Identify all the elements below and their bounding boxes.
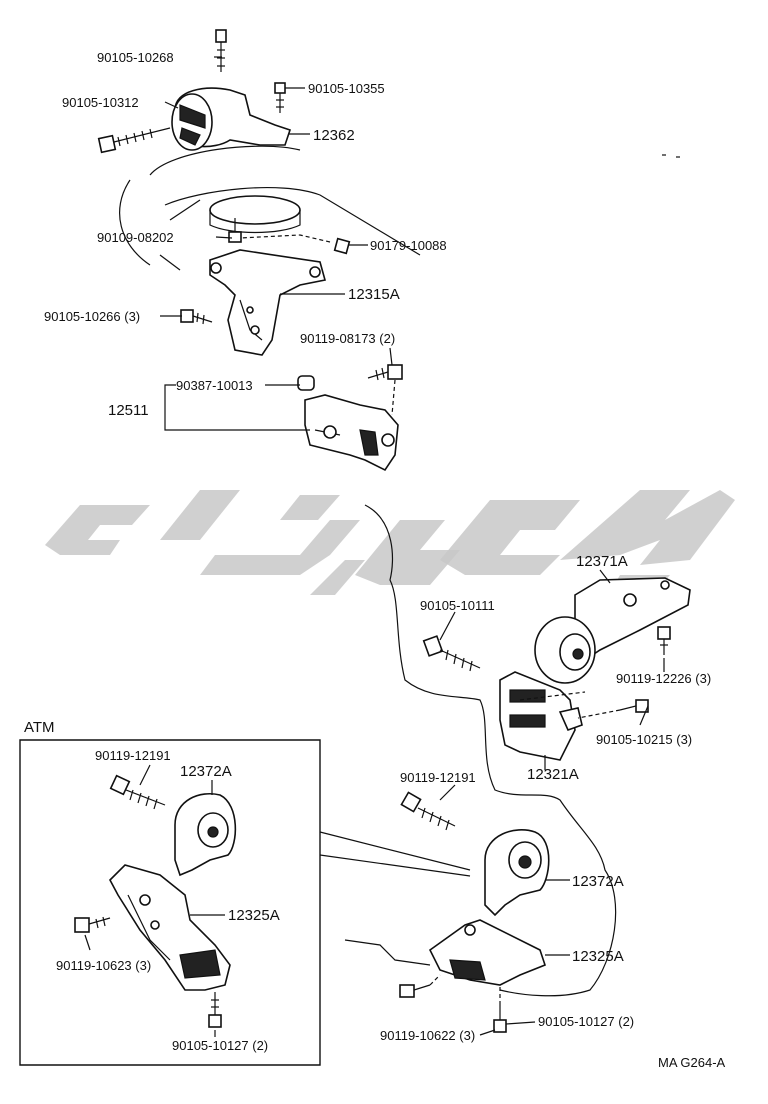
mount-12321a bbox=[499, 671, 583, 761]
transmission-outline bbox=[364, 504, 617, 997]
bolt-10215 bbox=[619, 699, 649, 713]
bolt-12191-atm bbox=[109, 774, 166, 810]
engine-outline bbox=[119, 145, 421, 271]
atm-inset-frame bbox=[19, 739, 321, 1066]
label-bolt-10623-atm: 90119-10623 (3) bbox=[56, 958, 151, 973]
mount-12371a bbox=[534, 577, 691, 684]
bolt-10268 bbox=[215, 29, 227, 72]
label-mount-12372a-main: 12372A bbox=[572, 873, 624, 890]
cap-10013 bbox=[297, 375, 315, 391]
label-bolt-12191-atm: 90119-12191 bbox=[95, 748, 171, 763]
bracket-12315a bbox=[209, 249, 327, 356]
label-bolt-12226: 90119-12226 (3) bbox=[616, 671, 711, 686]
leader-lines bbox=[160, 56, 665, 1036]
bolt-12191-main bbox=[400, 791, 456, 831]
label-mount-12371a: 12371A bbox=[576, 553, 628, 570]
label-bolt-10268: 90105-10268 bbox=[97, 50, 174, 65]
label-bolt-10215: 90105-10215 (3) bbox=[596, 732, 692, 747]
mount-12372a-main bbox=[484, 829, 550, 917]
bracket-12325a-atm bbox=[109, 864, 231, 991]
label-figure-code: MA G264-A bbox=[658, 1055, 726, 1070]
label-cap-10013: 90387-10013 bbox=[176, 378, 253, 393]
label-bolt-10127-atm: 90105-10127 (2) bbox=[172, 1038, 268, 1053]
label-bolt-08173: 90119-08173 (2) bbox=[300, 331, 395, 346]
label-bracket-12325a-atm: 12325A bbox=[228, 907, 280, 924]
label-bolt-12191-main: 90119-12191 bbox=[400, 770, 476, 785]
bolt-10127-atm bbox=[208, 992, 222, 1028]
bolt-10622 bbox=[399, 984, 431, 998]
label-bolt-08202: 90109-08202 bbox=[97, 230, 174, 245]
mount-12372a-atm bbox=[174, 793, 237, 877]
bolt-10111 bbox=[422, 635, 481, 672]
bolt-10312 bbox=[97, 127, 171, 154]
bracket-12325a-main bbox=[428, 919, 546, 986]
label-bolt-10111: 90105-10111 bbox=[420, 598, 495, 613]
bracket-12511 bbox=[304, 394, 399, 472]
bolt-10623-atm bbox=[74, 916, 111, 933]
label-atm-title: ATM bbox=[24, 719, 55, 736]
label-bolt-10266: 90105-10266 (3) bbox=[44, 309, 140, 324]
label-bolt-10622: 90119-10622 (3) bbox=[380, 1028, 475, 1043]
bolt-12226 bbox=[657, 626, 671, 655]
bolt-10266 bbox=[180, 309, 213, 325]
bolt-08173 bbox=[367, 364, 403, 381]
label-bolt-10312: 90105-10312 bbox=[62, 95, 139, 110]
label-mount-12321a: 12321A bbox=[527, 766, 579, 783]
nut-10088 bbox=[333, 237, 351, 255]
atm-leader-lines bbox=[84, 764, 225, 1037]
label-mount-12362: 12362 bbox=[313, 127, 355, 144]
bolt-10355 bbox=[274, 82, 286, 113]
bolt-10127-main bbox=[493, 1005, 507, 1033]
label-bracket-12511: 12511 bbox=[108, 402, 149, 419]
label-bracket-12315a: 12315A bbox=[348, 286, 400, 303]
label-bolt-10127-main: 90105-10127 (2) bbox=[538, 1014, 634, 1029]
label-nut-10088: 90179-10088 bbox=[370, 238, 447, 253]
label-bolt-10355: 90105-10355 bbox=[308, 81, 385, 96]
engine-mount-12362 bbox=[171, 87, 292, 151]
label-bracket-12325a-main: 12325A bbox=[572, 948, 624, 965]
bolt-08202 bbox=[228, 218, 242, 243]
label-mount-12372a-atm: 12372A bbox=[180, 763, 232, 780]
